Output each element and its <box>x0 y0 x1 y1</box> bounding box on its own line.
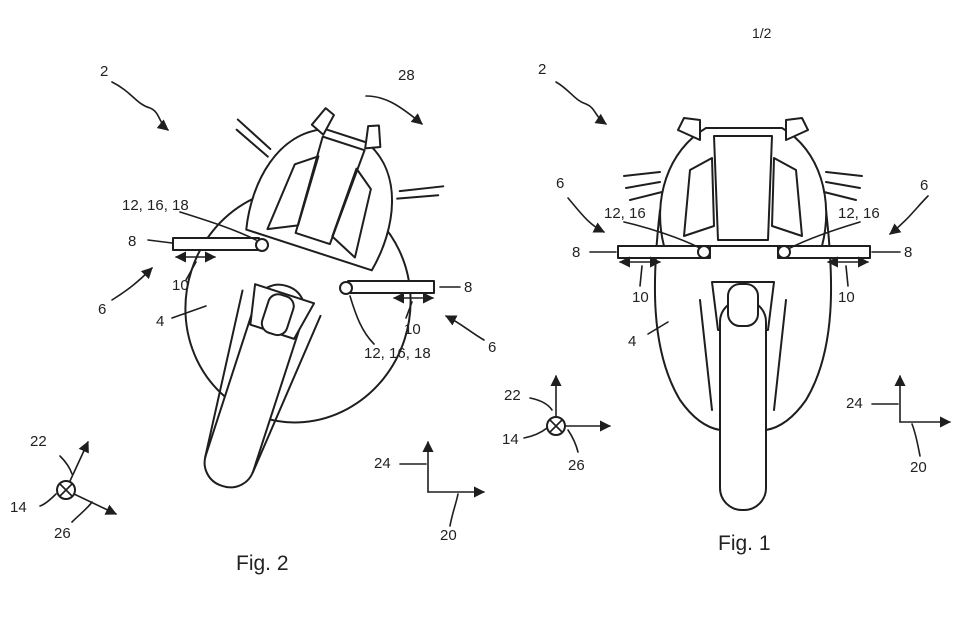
fig2-label-travel-left: 10 <box>172 277 189 294</box>
fig2-axis-system <box>39 440 486 527</box>
fig2-label-pivot-right: 12, 16, 18 <box>364 345 431 362</box>
fig1-mirror-left <box>617 245 711 259</box>
fig1-label-axis-up: 22 <box>504 387 521 404</box>
fig2-label-axis-up: 22 <box>30 433 47 450</box>
fig2-label-ref-up: 24 <box>374 455 391 472</box>
fig1-label-pivot-left: 12, 16 <box>604 205 646 222</box>
fig2-label-rotation: 28 <box>398 67 415 84</box>
fig2-mirror-left <box>172 237 260 251</box>
fig1-caption: Fig. 1 <box>718 532 771 555</box>
fig2-label-ref-side: 20 <box>440 527 457 544</box>
page-number: 1/2 <box>752 25 772 41</box>
fig1-label-axis-side: 26 <box>568 457 585 474</box>
fig1-label-vehicle: 2 <box>538 61 546 78</box>
fig2-mirror-right <box>347 280 435 294</box>
fig1-label-pivot-right: 12, 16 <box>838 205 880 222</box>
fig2-label-body: 4 <box>156 313 164 330</box>
fig1-label-mirror-left: 8 <box>572 244 580 261</box>
fig1-label-assembly-right: 6 <box>920 177 928 194</box>
fig1-fairing <box>659 127 828 247</box>
fig2-axis-origin-icon <box>56 480 76 500</box>
fig1-axis-system <box>523 374 952 457</box>
fig1-label-assembly-left: 6 <box>556 175 564 192</box>
fig1-front-wheel <box>719 299 767 511</box>
fig1-label-travel-left: 10 <box>632 289 649 306</box>
fig1-label-ref-side: 20 <box>910 459 927 476</box>
fig2-caption: Fig. 2 <box>236 552 289 575</box>
fig2-front-wheel <box>203 283 322 489</box>
fig2-label-pivot-left: 12, 16, 18 <box>122 197 189 214</box>
fig2-motorcycle <box>172 107 445 489</box>
fig2-label-assembly-right: 6 <box>488 339 496 356</box>
fig2-label-vehicle: 2 <box>100 63 108 80</box>
fig1-label-body: 4 <box>628 333 636 350</box>
fig2-label-assembly-left: 6 <box>98 301 106 318</box>
fig1-motorcycle <box>617 117 871 511</box>
fig2-label-axis-origin: 14 <box>10 499 27 516</box>
fig2-label-travel-right: 10 <box>404 321 421 338</box>
fig2-fairing <box>235 107 445 272</box>
fig1-label-axis-origin: 14 <box>502 431 519 448</box>
fig2-label-axis-side: 26 <box>54 525 71 542</box>
fig2-label-mirror-right: 8 <box>464 279 472 296</box>
fig1-label-ref-up: 24 <box>846 395 863 412</box>
fig1-leaders <box>555 81 929 335</box>
fig2-leaders <box>111 81 485 345</box>
fig1-label-mirror-right: 8 <box>904 244 912 261</box>
fig2-label-mirror-left: 8 <box>128 233 136 250</box>
fig1-label-travel-right: 10 <box>838 289 855 306</box>
